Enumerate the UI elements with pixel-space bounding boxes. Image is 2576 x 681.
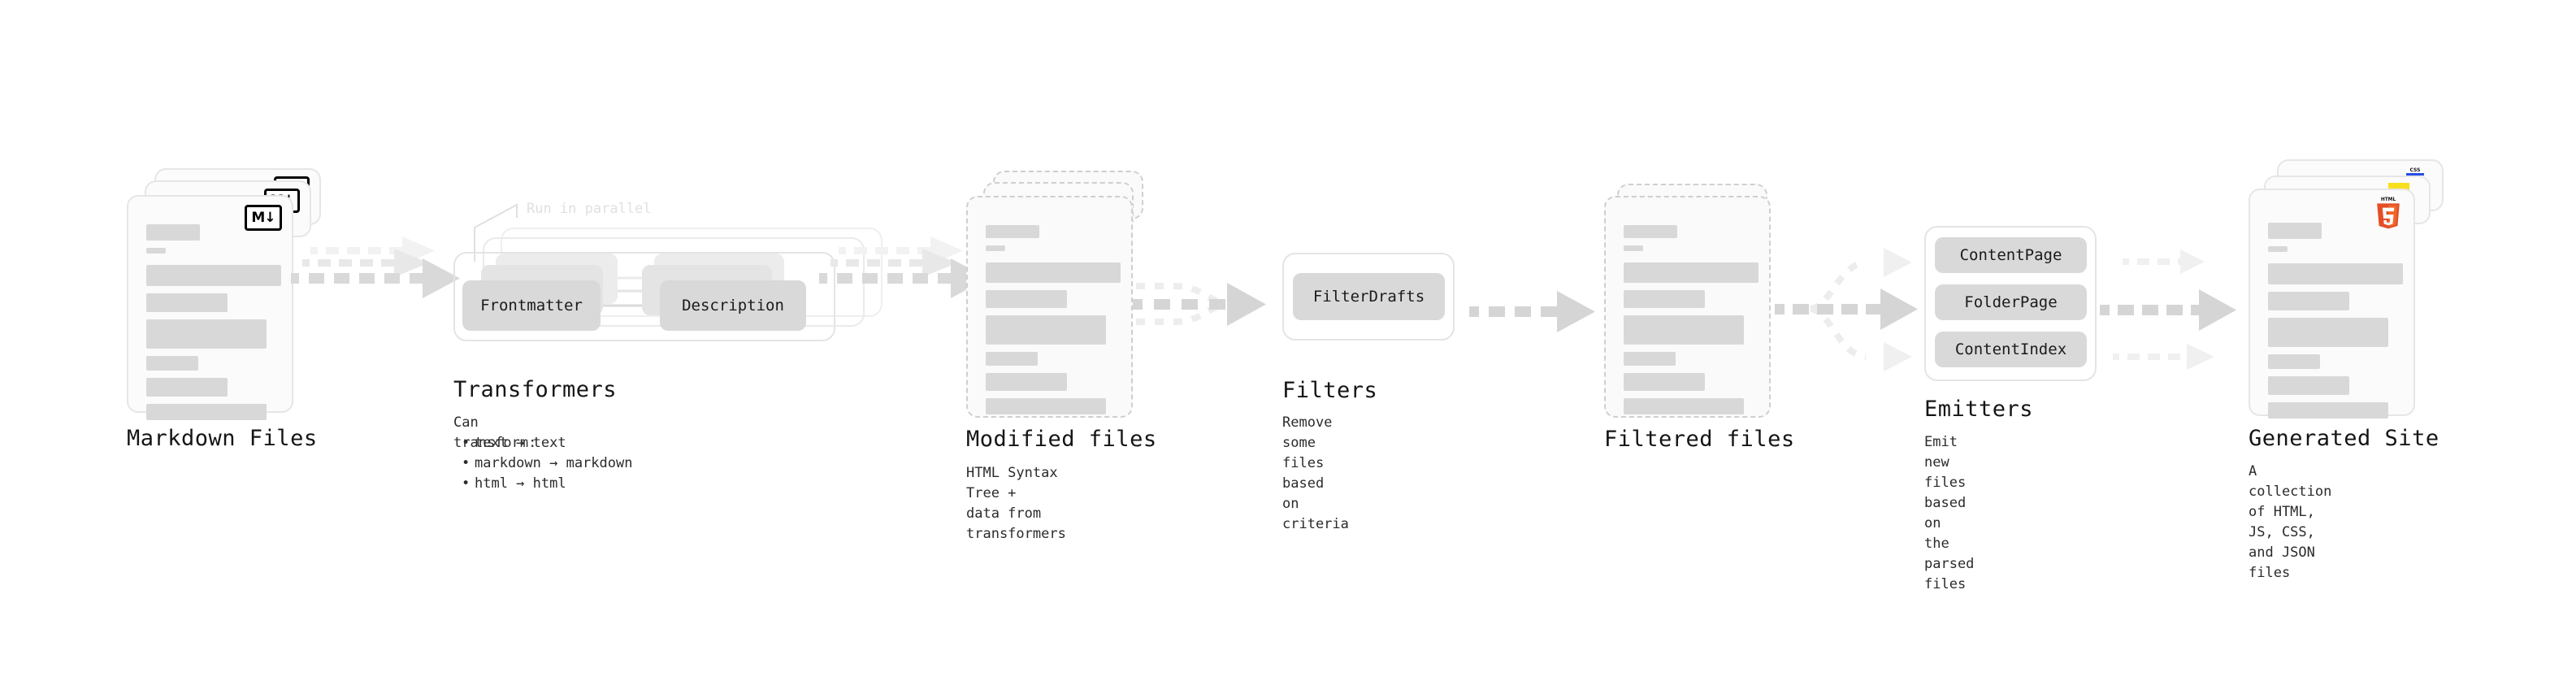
transformer-pill-description[interactable]: Description: [660, 280, 806, 331]
stage-subtitle-transformers: Can transform:: [453, 414, 537, 451]
list-item: •text → text: [462, 433, 632, 453]
card-skeleton-lines: [2268, 223, 2403, 426]
arrow-filtered-to-emitters: [1775, 248, 1918, 371]
transformer-pill-frontmatter[interactable]: Frontmatter: [462, 280, 601, 331]
stage-subtitle-generated-site: A collection of HTML, JS, CSS, and JSON …: [2249, 463, 2332, 581]
html5-icon: HTML: [2377, 197, 2400, 229]
stage-subtitle-modified-files: HTML Syntax Tree + data from transformer…: [966, 465, 1066, 542]
stage-subtitle-filters: Remove some files based on criteria: [1282, 414, 1349, 532]
bullet-dot-icon: •: [462, 455, 471, 471]
arrow-markdown-to-transformers: [291, 236, 460, 298]
markdown-icon: M↓: [245, 205, 282, 231]
stage-title-emitters: Emitters: [1924, 397, 2034, 422]
transformers-bullet-list: •text → text •markdown → markdown •html …: [462, 433, 632, 494]
parallel-brace: [474, 203, 518, 262]
modified-file-card-front: [966, 196, 1133, 418]
markdown-file-card-front: M↓: [127, 195, 293, 420]
card-skeleton-lines: [986, 225, 1121, 422]
arrow-filters-to-filtered: [1469, 291, 1595, 332]
card-skeleton-lines: [1624, 225, 1759, 422]
generated-file-card-html: HTML: [2249, 189, 2415, 419]
stage-title-transformers: Transformers: [453, 377, 618, 402]
emitter-pill-contentpage[interactable]: ContentPage: [1935, 237, 2087, 273]
svg-text:HTML: HTML: [2381, 197, 2396, 202]
stage-title-filtered-files: Filtered files: [1604, 427, 1795, 452]
stage-title-markdown-files: Markdown Files: [127, 426, 318, 451]
list-item: •html → html: [462, 474, 632, 494]
emitter-pill-contentindex[interactable]: ContentIndex: [1935, 332, 2087, 367]
emitters-group-box: [1924, 226, 2097, 381]
stage-title-filters: Filters: [1282, 378, 1378, 403]
stage-title-generated-site: Generated Site: [2249, 426, 2439, 451]
stage-title-modified-files: Modified files: [966, 427, 1157, 452]
arrow-modified-to-filters: [1133, 283, 1266, 326]
filter-pill-filterdrafts[interactable]: FilterDrafts: [1293, 273, 1445, 320]
arrow-transformers-to-modified: [819, 236, 988, 298]
run-in-parallel-label: Run in parallel: [527, 201, 652, 217]
filtered-file-card-front: [1604, 196, 1771, 418]
transformer-group-front: [453, 252, 835, 341]
css-icon: CSS: [2406, 167, 2424, 176]
filters-group-box: [1282, 253, 1455, 340]
emitter-pill-folderpage[interactable]: FolderPage: [1935, 284, 2087, 320]
arrow-emitters-to-site: [2100, 249, 2236, 370]
stage-subtitle-emitters: Emit new files based on the parsed files: [1924, 434, 1975, 592]
list-item: •markdown → markdown: [462, 453, 632, 474]
bullet-dot-icon: •: [462, 475, 471, 492]
bullet-dot-icon: •: [462, 435, 471, 451]
card-skeleton-lines: [146, 224, 281, 427]
